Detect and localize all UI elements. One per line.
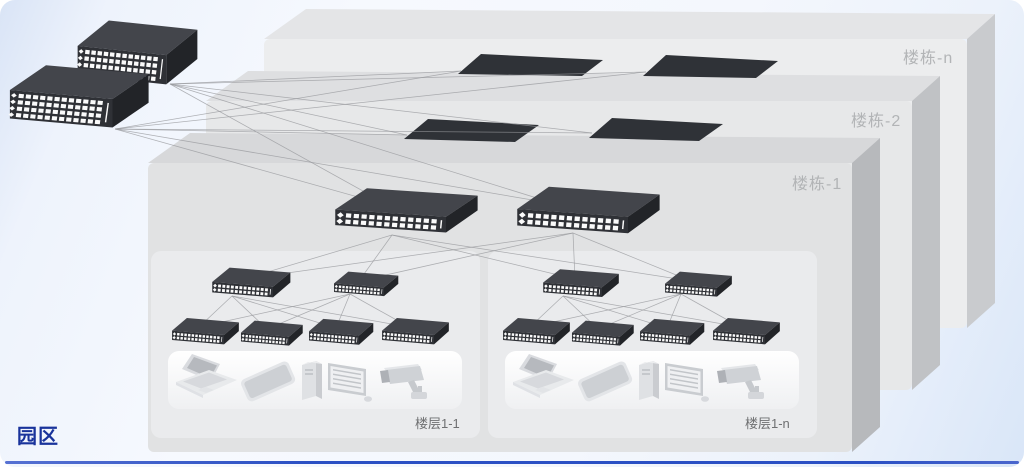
building-n-switch-2	[643, 55, 778, 78]
building-2-switch-2	[589, 118, 723, 141]
laptop-icon	[513, 354, 574, 398]
distribution-switch-3	[543, 269, 619, 298]
access-switch-6	[571, 320, 634, 346]
building-n-switch-1	[458, 54, 603, 76]
access-switch-4	[382, 317, 449, 345]
phone-icon	[241, 361, 296, 402]
building-2-switch-1	[404, 119, 539, 142]
phone-icon	[578, 361, 633, 402]
desktop-icon	[302, 361, 372, 402]
access-switch-3	[309, 318, 374, 345]
floor-panel-1-n	[488, 251, 817, 438]
distribution-switch-2	[334, 271, 399, 297]
access-switch-2	[240, 320, 303, 346]
laptop-icon	[176, 354, 237, 398]
distribution-switch-4	[665, 271, 732, 297]
core-switch-2	[8, 65, 149, 128]
floor-panel-1-1	[151, 251, 480, 438]
aggregation-switch-1	[335, 188, 478, 233]
access-switch-7	[640, 318, 705, 345]
access-switch-5	[503, 317, 570, 345]
camera-icon	[717, 364, 764, 399]
access-switch-1	[172, 317, 239, 345]
distribution-switch-1	[212, 267, 291, 298]
desktop-icon	[639, 361, 709, 402]
access-switch-8	[713, 317, 780, 345]
aggregation-switch-2	[517, 186, 660, 234]
camera-icon	[380, 364, 427, 399]
